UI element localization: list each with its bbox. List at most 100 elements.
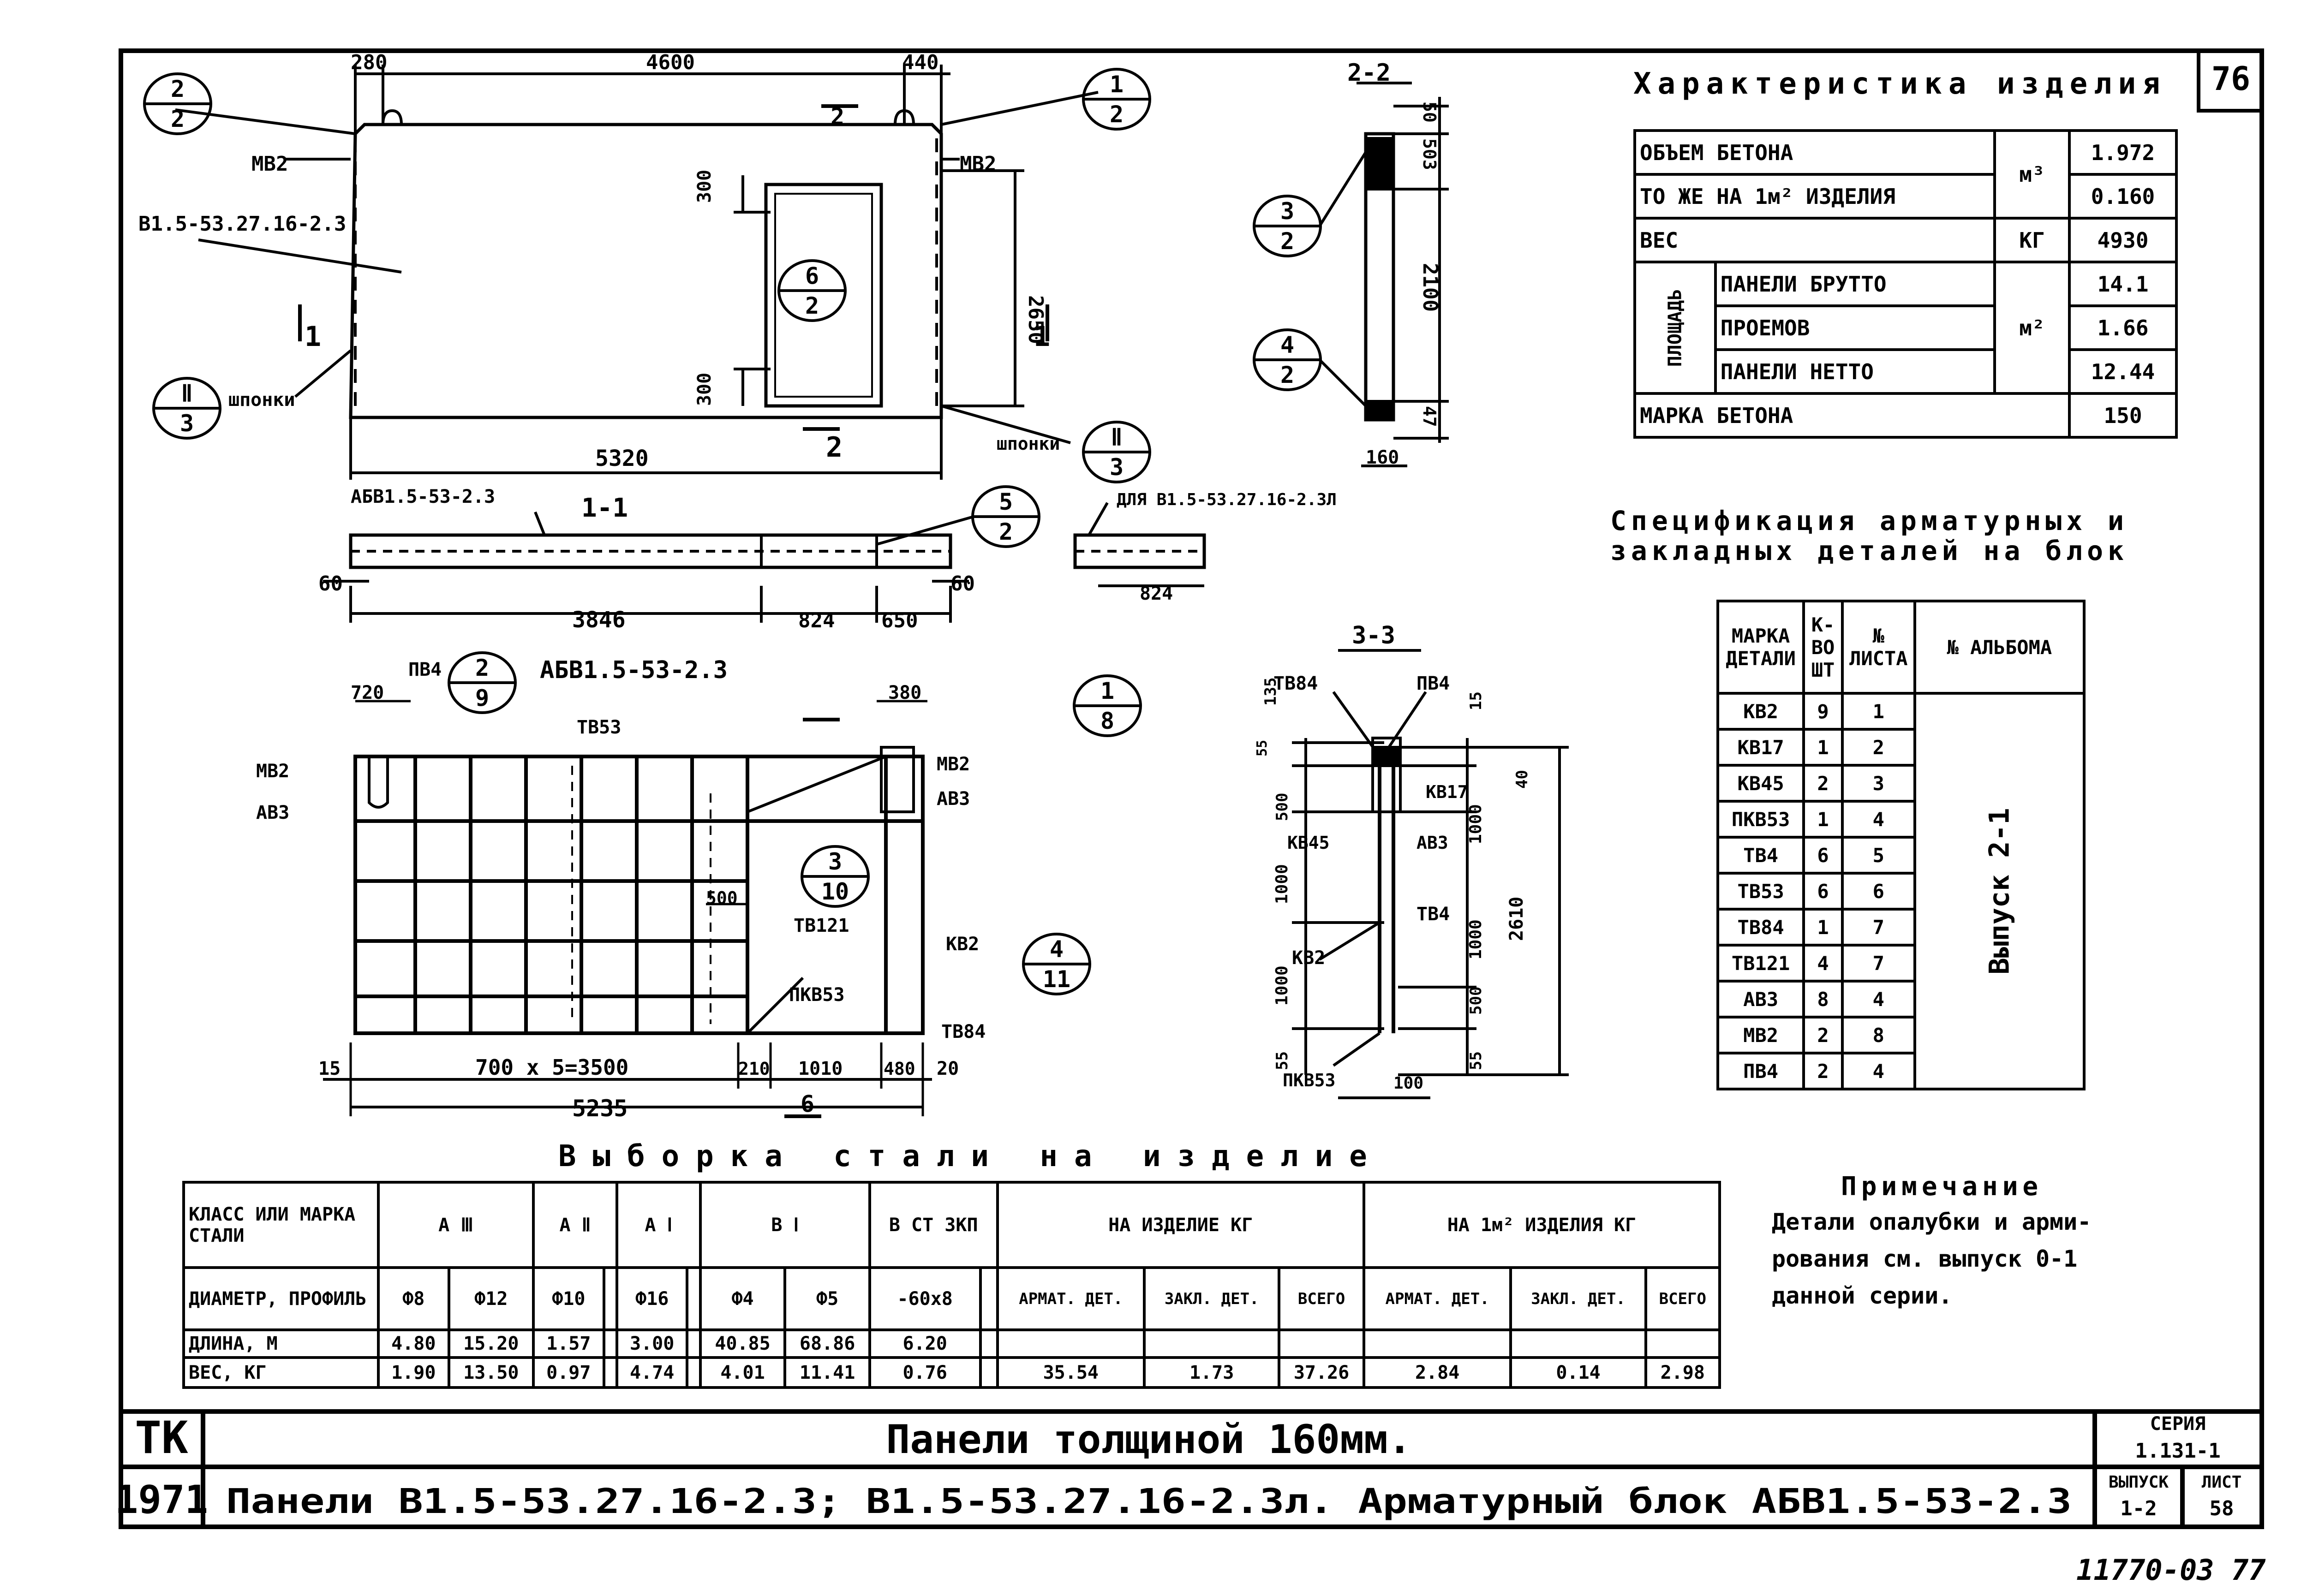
char-row-label: МАРКА БЕТОНА [1633,392,2071,439]
corner-box [2197,49,2264,113]
spec-cell: 1 [1841,692,1916,731]
block-title: АБВ1.5-53-2.3 [540,656,728,684]
sec33-r-500: 500 [1467,987,1485,1015]
block-dim-15: 15 [318,1058,341,1079]
steel-h-diam: ДИАМЕТР, ПРОФИЛЬ [182,1266,380,1331]
char-row-label: ПАНЕЛИ БРУТТО [1714,261,1996,307]
steel-diam [686,1266,702,1331]
sec-mark-2-top: 2 [831,103,844,130]
steel-weight: 0.76 [868,1356,982,1389]
block-dim-20: 20 [937,1058,959,1079]
steel-diam: Ф10 [532,1266,605,1331]
spec-cell: 9 [1802,692,1844,731]
callout-11-bottom: 10 [821,878,849,905]
sec33-tv4: ТВ4 [1416,904,1450,925]
steel-len: 4.80 [377,1328,450,1359]
steel-diam: -60х8 [868,1266,982,1331]
block-dim-380: 380 [888,682,921,703]
mark-av3-left: АВ3 [256,802,289,823]
callout-11-top: 3 [828,848,842,875]
char-row-unit: м² [1993,261,2071,395]
sec33-title: 3-3 [1352,622,1395,649]
char-row-value: 1.66 [2068,304,2178,351]
spec-cell: 8 [1841,1016,1916,1054]
char-row-label: ТО ЖЕ НА 1м² ИЗДЕЛИЯ [1633,173,1996,220]
steel-weight: 0.97 [532,1356,605,1389]
steel-h-a2: А Ⅱ [532,1181,618,1269]
sec33-av3: АВ3 [1416,833,1448,853]
callout-1-bottom: 2 [171,106,185,132]
steel-len: 68.86 [783,1328,871,1359]
spec-cell: 2 [1802,1052,1844,1090]
steel-weight: 13.50 [447,1356,535,1389]
sec33-pkv53: ПКВ53 [1283,1070,1335,1090]
spec-title-1: Спецификация арматурных и [1610,505,2128,536]
tb-issue: 1-2 [2120,1497,2157,1520]
sec22-dim-503: 503 [1419,138,1440,170]
dim-300-top: 300 [694,170,715,203]
spec-cell: 3 [1841,764,1916,803]
steel-weight [979,1356,999,1389]
sec-mark-2-bottom: 2 [826,431,843,464]
steel-diam: Ф5 [783,1266,871,1331]
sec33-kv2: КВ2 [1292,947,1325,969]
spec-cell: 7 [1841,944,1916,983]
characteristics-table: ОБЪЕМ БЕТОНА м³ 1.972 ТО ЖЕ НА 1м² ИЗДЕЛ… [1633,129,2178,439]
spec-cell: 4 [1841,1052,1916,1090]
callout-1-top: 2 [171,76,185,102]
steel-weight-total: 0.14 [1509,1356,1647,1389]
steel-h-a1: А Ⅰ [615,1181,702,1269]
callout-5-bottom: 3 [1110,454,1124,481]
mark-pkv53: ПКВ53 [789,984,844,1006]
char-row-value: 0.160 [2068,173,2178,220]
dim-300-bottom: 300 [694,373,715,406]
spec-cell: 2 [1841,728,1916,767]
spec-cell: АВ3 [1716,980,1805,1018]
char-row-label: ПРОЕМОВ [1714,304,1996,351]
sheet-frame [119,48,2264,1529]
steel-weight-total: 35.54 [996,1356,1146,1389]
callout-7-top: 4 [1280,332,1294,358]
spec-cell: КВ45 [1716,764,1805,803]
callout-4-top: Ⅱ [181,380,193,407]
steel-sub: ЗАКЛ. ДЕТ. [1509,1266,1647,1331]
tb-issue-label: ВЫПУСК [2109,1473,2169,1492]
tb-sheet: 58 [2210,1497,2234,1520]
char-row-value: 150 [2068,392,2178,439]
char-row-value: 12.44 [2068,348,2178,395]
tb-sheet-label: ЛИСТ [2202,1473,2242,1492]
sec33-r-15: 15 [1467,691,1485,710]
callout-circles [143,68,1322,995]
mb2-left: МВ2 [251,152,288,176]
steel-sub: ВСЕГО [1644,1266,1721,1331]
spec-cell: 1 [1802,728,1844,767]
spec-cell: 4 [1841,800,1916,839]
callout-8-bottom: 2 [999,518,1013,545]
shponki-left: шпонки [228,389,295,411]
block-dim-480: 480 [884,1059,915,1079]
tb-series-label: СЕРИЯ [2150,1413,2205,1435]
sec33-r-1000b: 1000 [1466,919,1485,959]
sec-mark-3-bottom: 6 [801,1090,814,1117]
callout-12-bottom: 11 [1043,966,1070,993]
sec33-r-40: 40 [1513,770,1531,789]
tb-year: 1971 [115,1477,208,1522]
note-line-3: данной серии. [1772,1282,1953,1309]
char-row-unit: КГ [1993,217,2071,263]
tb-tk: ТК [135,1412,188,1464]
sec33-r-100: 100 [1393,1074,1423,1093]
spec-cell: ТВ84 [1716,908,1805,947]
spec-cell: 4 [1841,980,1916,1018]
callout-5-top: Ⅱ [1111,424,1123,451]
callout-2-top: 1 [1110,71,1124,98]
specification-table: МАРКА ДЕТАЛИ К-ВО ШТ № ЛИСТА № АЛЬБОМА К… [1716,600,2086,1090]
spec-cell: 2 [1802,1016,1844,1054]
steel-weight-total: 37.26 [1278,1356,1365,1389]
steel-len: 6.20 [868,1328,982,1359]
char-row-value: 14.1 [2068,261,2178,307]
spec-cell: 2 [1802,764,1844,803]
steel-len [979,1328,999,1359]
sec33-l-500: 500 [1273,793,1291,821]
callout-6-bottom: 2 [1280,228,1294,255]
sec22-dim-2100: 2100 [1418,263,1442,312]
